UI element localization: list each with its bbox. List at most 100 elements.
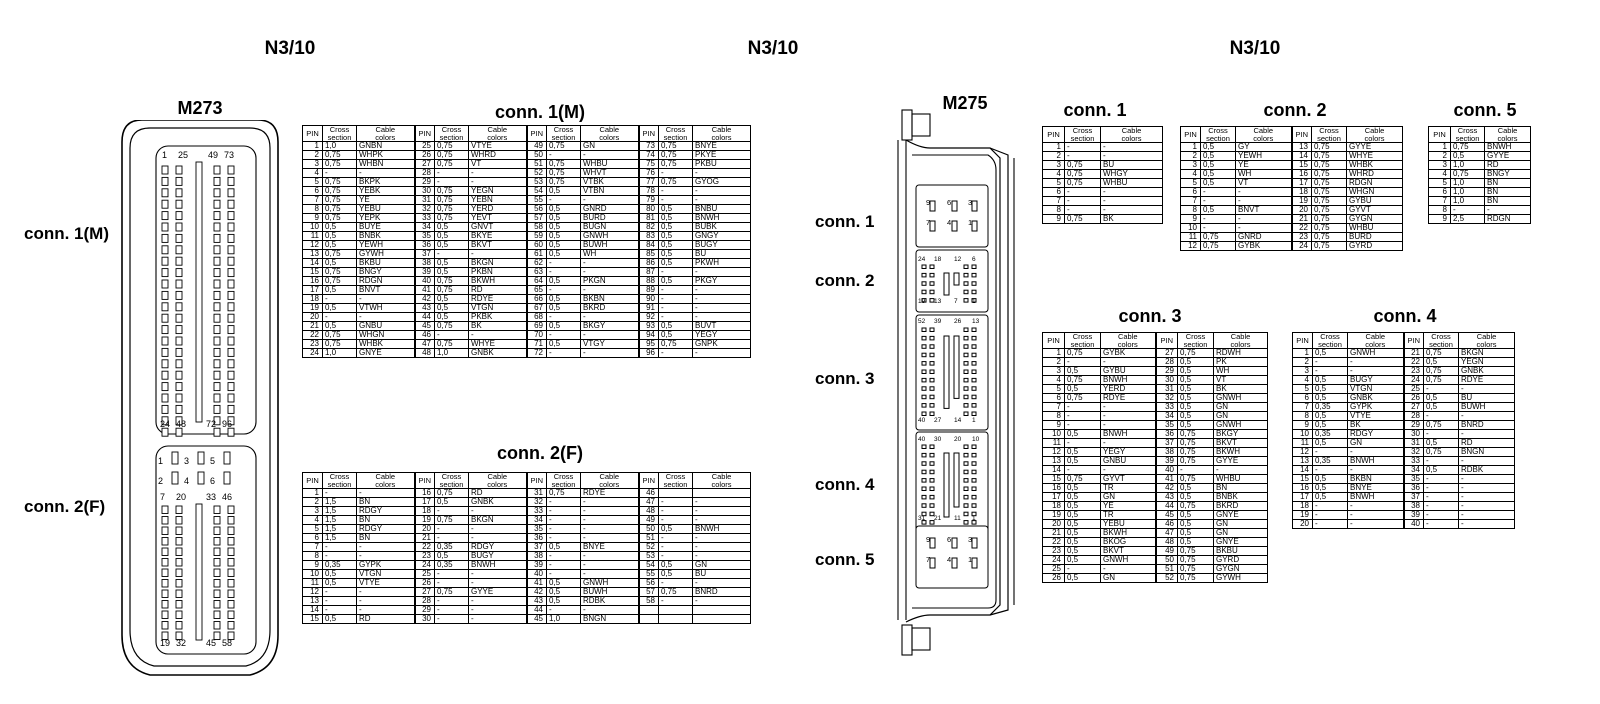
pin-number: 28	[413, 168, 435, 178]
cross-section: 0,5	[658, 204, 693, 214]
pin-number: 21	[1290, 214, 1312, 224]
cable-color: -	[1347, 465, 1404, 475]
pin-number: 16	[1290, 169, 1312, 179]
pin-number: 47	[1154, 528, 1178, 538]
cross-section: 1,0	[546, 614, 581, 624]
cross-section: 0,5	[1423, 438, 1459, 448]
pin-cell	[951, 557, 958, 569]
cable-color: GNRD	[580, 204, 639, 214]
cross-section: 0,75	[322, 276, 357, 286]
cable-color: BNYE	[1347, 483, 1404, 493]
pin-number: 34	[525, 515, 547, 525]
pin-cell	[971, 352, 977, 358]
cable-color: GN	[692, 560, 751, 570]
pin-number: 50	[637, 524, 659, 534]
cross-section: 0,5	[1312, 492, 1348, 502]
pin-cell	[929, 335, 935, 341]
pin-number: 78	[637, 186, 659, 196]
cross-section: 0,75	[1311, 187, 1347, 197]
cable-color: -	[692, 195, 751, 205]
cable-color: -	[356, 551, 415, 561]
pin-cell	[963, 272, 969, 278]
cable-color: YE	[356, 195, 415, 205]
table-row: 1--	[1042, 142, 1163, 152]
pin-number: 15	[302, 267, 323, 277]
pin-number: 9	[1180, 214, 1201, 224]
pin-number: 17	[1290, 178, 1312, 188]
col-header-pin: PIN	[637, 472, 659, 489]
cross-section: 0,75	[434, 141, 469, 151]
pin-number: 41	[525, 578, 547, 588]
cross-section: -	[658, 348, 693, 358]
cross-section: 0,5	[434, 267, 469, 277]
pin-cell	[971, 444, 977, 449]
pin-number: 19	[1290, 196, 1312, 206]
cable-color: GN	[1213, 411, 1268, 421]
pin-number: 37	[1402, 492, 1424, 502]
cable-color: -	[1347, 510, 1404, 520]
cable-color: BKBN	[1347, 474, 1404, 484]
cross-section: 0,5	[1177, 393, 1214, 403]
pin-cell	[921, 386, 927, 391]
pin-cell	[227, 245, 235, 255]
cable-color: GNGY	[692, 231, 751, 241]
cross-section: 0,75	[546, 168, 581, 178]
cross-section: -	[546, 569, 581, 579]
pin-cell	[227, 268, 235, 278]
pin-number: 10	[302, 569, 323, 579]
cross-section: -	[1423, 510, 1459, 520]
pin-number: 22	[302, 330, 323, 340]
pin-number: 5	[302, 524, 323, 534]
pin-cell	[963, 486, 969, 491]
pin-cell	[161, 505, 169, 514]
pin-cell	[963, 503, 969, 508]
pin-cell	[921, 361, 927, 366]
pin-number: 49	[637, 515, 659, 525]
cable-color: WHRD	[468, 150, 527, 160]
cable-color: BNWH	[468, 560, 527, 570]
pin-cell	[929, 386, 935, 391]
pin-number: 12	[302, 587, 323, 597]
cable-color: -	[580, 515, 639, 525]
pin-cell	[921, 503, 927, 508]
pin-cell	[921, 461, 927, 466]
pin-cell	[227, 610, 235, 619]
pin-cell	[161, 537, 169, 546]
pin-cell	[963, 494, 969, 500]
cross-section: 0,5	[658, 249, 693, 259]
m275-conn2-label: conn. 2	[815, 271, 875, 290]
table-row: 8--	[1428, 205, 1531, 215]
pin-number: 30	[1402, 429, 1424, 439]
pin-number: 36	[525, 533, 547, 543]
pin-number: 10	[1180, 223, 1201, 233]
cable-color: YEWH	[1235, 151, 1292, 161]
cross-section: 0,75	[322, 339, 357, 349]
pin-number: 54	[525, 186, 547, 196]
cross-section: 0,5	[434, 258, 469, 268]
m275-conn4-label: conn. 4	[815, 475, 875, 494]
cable-color: WH	[1213, 366, 1268, 376]
pin-cell	[213, 537, 221, 546]
pin-label: 6	[210, 476, 215, 486]
pin-cell	[175, 382, 183, 392]
cross-section: 0,75	[658, 141, 693, 151]
cross-section: -	[546, 551, 581, 561]
pin-number: 11	[1292, 438, 1313, 448]
cross-section: -	[546, 506, 581, 516]
cross-section: 0,35	[1312, 456, 1348, 466]
cable-color: -	[1458, 411, 1515, 421]
pin-number: 26	[1402, 393, 1424, 403]
pin-cell	[227, 370, 235, 380]
pin-cell	[213, 600, 221, 609]
pin-cell	[971, 289, 977, 295]
cross-section: 0,5	[1064, 519, 1101, 529]
cable-color: BUWH	[580, 240, 639, 250]
pin-number: 10	[302, 222, 323, 232]
